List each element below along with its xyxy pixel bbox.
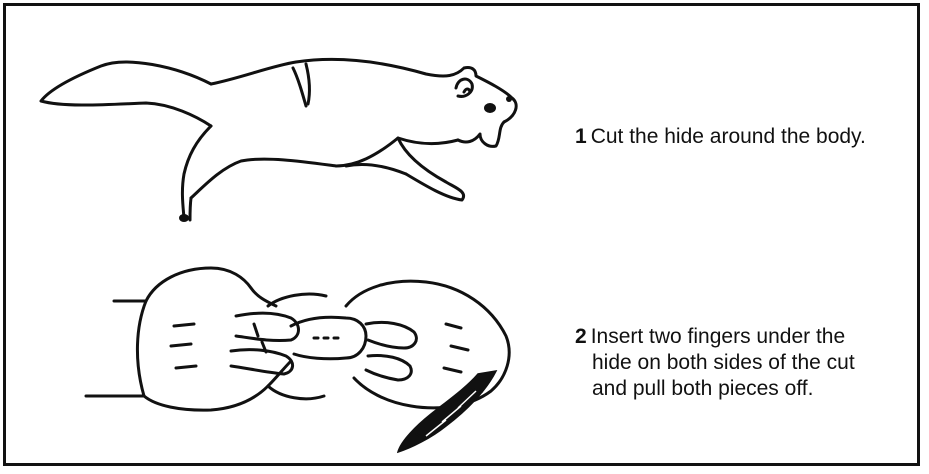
step-1-text-line-1: Cut the hide around the body. [591, 125, 866, 148]
step-2-text-line-1: Insert two fingers under the [591, 325, 845, 348]
step-1: 1Cut the hide around the body. [575, 124, 920, 150]
figure-frame: 1Cut the hide around the body. 2Insert t… [3, 3, 920, 466]
hands-pulling-hide-illustration [6, 6, 566, 469]
step-2-text-line-2: hide on both sides of the cut [575, 350, 920, 376]
step-2-number: 2 [575, 325, 587, 348]
step-1-number: 1 [575, 125, 587, 148]
step-2-text-line-3: and pull both pieces off. [575, 376, 920, 402]
step-2: 2Insert two fingers under the hide on bo… [575, 324, 920, 402]
